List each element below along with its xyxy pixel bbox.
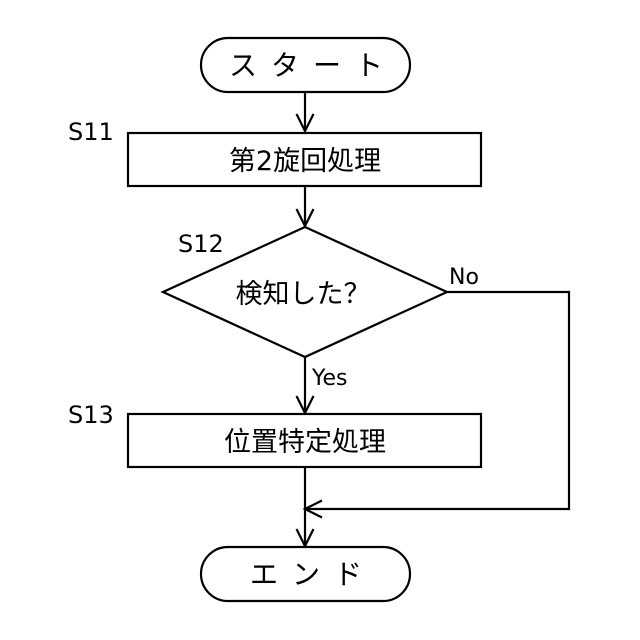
branch-yes-label: Yes	[311, 366, 348, 391]
step-id-s11: S11	[68, 118, 114, 146]
branch-no-label: No	[449, 265, 479, 290]
step-id-s12: S12	[178, 230, 224, 258]
process-label-s13: 位置特定処理	[224, 427, 386, 458]
end-label: エンド	[250, 558, 376, 591]
decision-label-s12: 検知した？	[236, 279, 371, 310]
step-id-s13: S13	[68, 401, 114, 429]
process-label-s11: 第2旋回処理	[229, 146, 381, 177]
start-label: スタート	[229, 49, 397, 82]
